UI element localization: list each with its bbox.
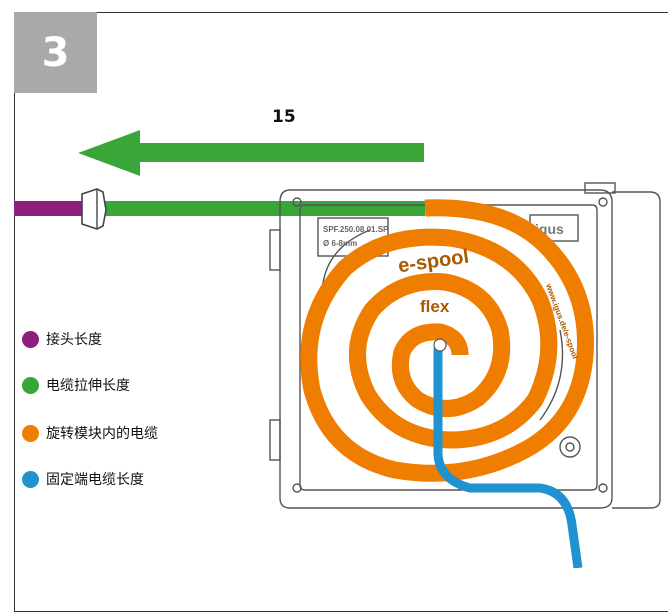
diameter-text: Ø 6-8mm (323, 239, 357, 248)
spool-cable-spiral (300, 199, 594, 482)
legend-dot-orange (22, 424, 39, 442)
pulled-cable-segment (100, 201, 425, 216)
diagram-stage: SPF.250.08.01.SP Ø 6-8mm igus e-spool fl… (14, 12, 668, 612)
pull-length-label: 15 (272, 107, 296, 127)
legend-label: 接头长度 (46, 332, 102, 348)
diagram-artwork: SPF.250.08.01.SP Ø 6-8mm igus e-spool fl… (14, 130, 661, 568)
pull-direction-arrow (78, 130, 424, 176)
flex-text: flex (420, 297, 450, 316)
fixed-end-cable (433, 348, 583, 568)
legend-item-fixed-cable: 固定端电缆长度 (22, 470, 158, 488)
e-spool-text: e-spool (397, 246, 470, 278)
legend-dot-green (22, 376, 39, 394)
legend-item-pulled-cable: 电缆拉伸长度 (22, 376, 158, 394)
legend-label: 电缆拉伸长度 (46, 378, 130, 394)
spool-hub-dot (433, 338, 447, 352)
step-number: 3 (41, 29, 70, 76)
part-number-text: SPF.250.08.01.SP (323, 225, 389, 234)
legend: 接头长度 电缆拉伸长度 旋转模块内的电缆 固定端电缆长度 (22, 330, 158, 516)
step-number-badge: 3 (14, 12, 97, 93)
legend-label: 旋转模块内的电缆 (46, 426, 158, 442)
legend-dot-blue (22, 470, 39, 488)
connector-cable-segment (14, 201, 84, 216)
legend-item-connector: 接头长度 (22, 330, 158, 348)
legend-item-spool-cable: 旋转模块内的电缆 (22, 424, 158, 442)
cable-connector-plug (81, 188, 107, 230)
legend-label: 固定端电缆长度 (46, 472, 144, 488)
legend-dot-purple (22, 330, 39, 348)
